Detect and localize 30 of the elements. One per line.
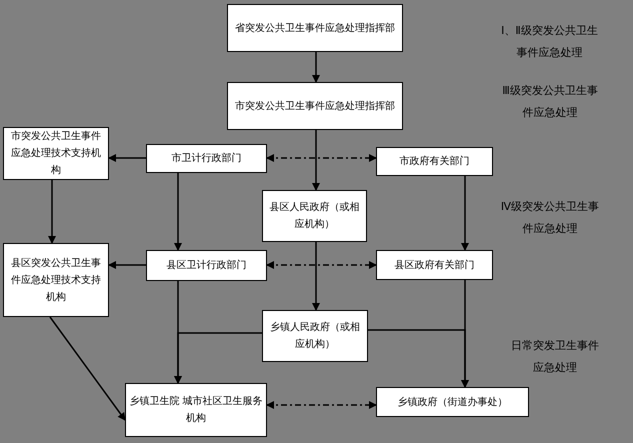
arrow: [49, 316, 126, 421]
arrow: [312, 130, 320, 191]
dash-dot-arrow: [266, 154, 377, 162]
org-box: 县区人民政府（或相应机构）: [262, 190, 367, 242]
arrow: [312, 242, 320, 311]
level-note: 日常突发卫生事件应急处理: [510, 338, 600, 376]
org-box: 县区突发公共卫生事件应急处理技术支持机构: [3, 243, 109, 317]
org-box: 乡镇卫生院 城市社区卫生服务机构: [125, 383, 267, 437]
arrow: [48, 180, 56, 244]
dash-dot-arrow: [266, 401, 377, 409]
level-note: Ⅲ级突发公共卫生事件应急处理: [501, 83, 599, 121]
org-box: 市突发公共卫生事件应急处理指挥部: [227, 82, 403, 130]
arrow: [312, 52, 320, 83]
arrow: [174, 173, 182, 251]
level-note: Ⅳ级突发公共卫生事件应急处理: [500, 199, 600, 237]
arrow: [108, 261, 146, 269]
dash-dot-arrow: [266, 261, 377, 269]
org-box: 市突发公共卫生事件应急处理技术支持机构: [3, 127, 109, 180]
org-box: 乡镇人民政府（或相应机构）: [262, 310, 368, 362]
arrow: [174, 332, 262, 384]
org-box: 县区卫计行政部门: [146, 250, 267, 281]
org-box: 县区政府有关部门: [376, 250, 493, 280]
arrow: [461, 176, 469, 251]
org-box: 市卫计行政部门: [146, 144, 267, 173]
level-note: Ⅰ、Ⅱ级突发公共卫生事件应急处理: [500, 23, 599, 61]
arrow: [108, 154, 146, 162]
arrow: [368, 329, 469, 388]
org-box: 省突发公共卫生事件应急处理指挥部: [227, 4, 403, 52]
org-box: 乡镇政府（街道办事处）: [376, 387, 529, 417]
org-box: 市政府有关部门: [376, 147, 493, 176]
